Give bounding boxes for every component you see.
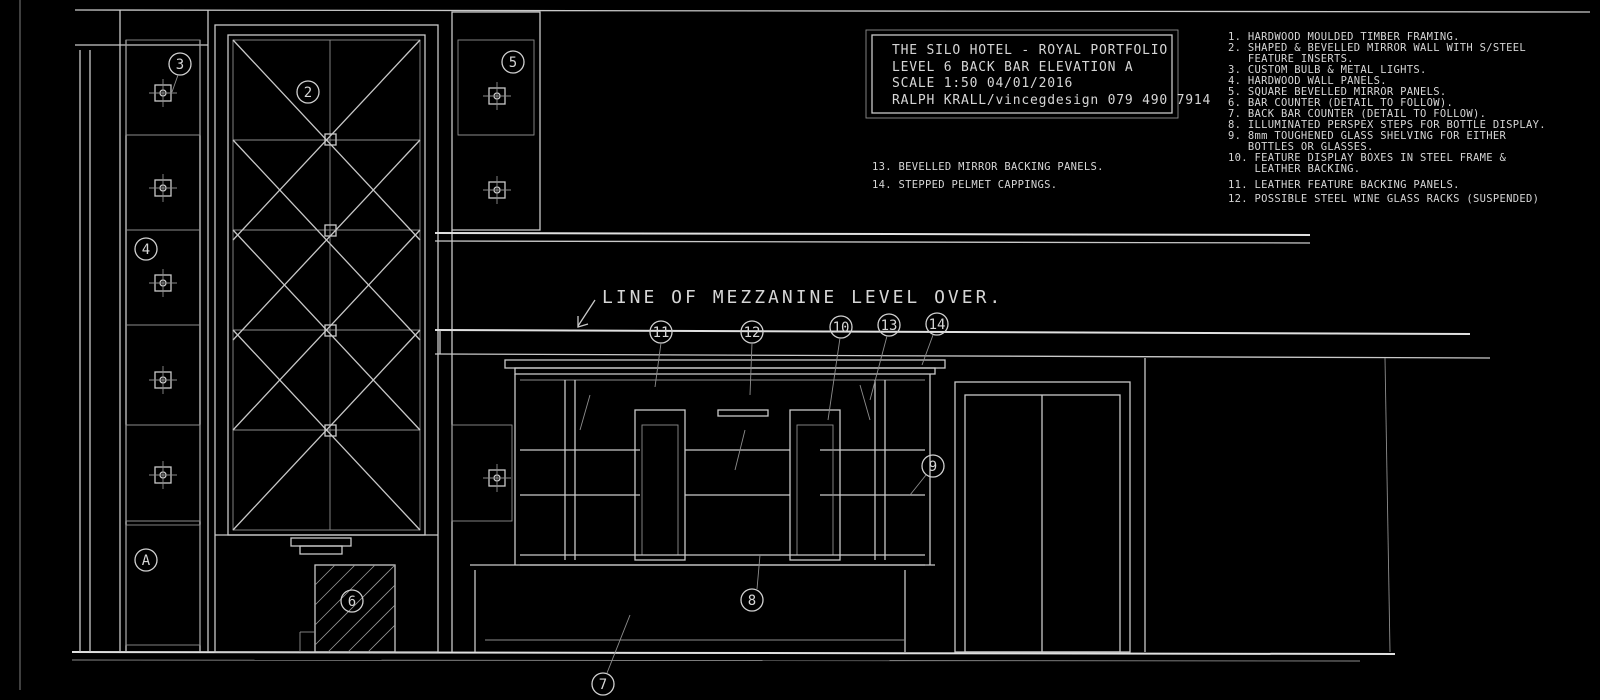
mezzanine-beams [434,232,1491,653]
tag-label: 12 [744,325,761,341]
note-line: 7. BACK BAR COUNTER (DETAIL TO FOLLOW). [1228,108,1486,120]
tag-bubble: 12 [740,320,764,396]
tag-bubble: 2 [296,80,320,104]
tag-bubble: 10 [827,315,853,421]
tag-bubble: 3 [168,52,192,93]
tag-bubble: 8 [740,554,764,612]
back-bar-shelving [504,359,946,566]
reference-tags: 3 2 5 4 A 6 11 12 [134,50,949,696]
tag-label: 9 [929,459,937,475]
note-line: 9. 8mm TOUGHENED GLASS SHELVING FOR EITH… [1228,130,1506,142]
notes-middle: 13. BEVELLED MIRROR BACKING PANELS. 14. … [872,161,1104,191]
title-line-2: LEVEL 6 BACK BAR ELEVATION A [892,60,1134,75]
note-line: BOTTLES OR GLASSES. [1228,141,1374,153]
tag-label: 13 [881,318,898,334]
tag-bubble: 9 [909,454,945,496]
note-line: 2. SHAPED & BEVELLED MIRROR WALL WITH S/… [1228,42,1526,54]
tag-label: 7 [599,677,607,693]
note-line: 4. HARDWOOD WALL PANELS. [1228,75,1387,87]
tag-bubble: 14 [921,312,949,366]
tag-label: 4 [142,242,150,258]
tag-label: 10 [833,320,850,336]
title-line-3: SCALE 1:50 04/01/2016 [892,76,1073,91]
note-line: 10. FEATURE DISPLAY BOXES IN STEEL FRAME… [1228,152,1506,164]
note-line: 12. POSSIBLE STEEL WINE GLASS RACKS (SUS… [1228,193,1539,205]
back-bar-counter [470,564,935,652]
note-line: 11. LEATHER FEATURE BACKING PANELS. [1228,179,1460,191]
tag-bubble: 4 [134,237,158,261]
note-line: 1. HARDWOOD MOULDED TIMBER FRAMING. [1228,31,1460,43]
title-block: THE SILO HOTEL - ROYAL PORTFOLIO LEVEL 6… [865,29,1211,119]
tag-bubble: A [134,548,158,572]
bar-counter [290,537,396,653]
note-line: 8. ILLUMINATED PERSPEX STEPS FOR BOTTLE … [1228,119,1546,131]
title-line-1: THE SILO HOTEL - ROYAL PORTFOLIO [892,43,1168,58]
mirror-wall-lattice [214,24,439,653]
tag-label: 5 [509,55,517,71]
note-line: 5. SQUARE BEVELLED MIRROR PANELS. [1228,86,1447,98]
tag-label: A [142,553,151,569]
tag-label: 14 [929,317,946,333]
mezzanine-annotation: LINE OF MEZZANINE LEVEL OVER. [577,287,1003,328]
title-line-4: RALPH KRALL/vincegdesign 079 490 7914 [892,93,1211,108]
right-wall-column [451,11,541,652]
tag-label: 8 [748,593,756,609]
note-14: 14. STEPPED PELMET CAPPINGS. [872,179,1057,191]
tag-bubble: 6 [340,589,364,613]
notes-right: 1. HARDWOOD MOULDED TIMBER FRAMING. 2. S… [1228,31,1546,205]
note-line: LEATHER BACKING. [1228,163,1360,175]
wall-light-fittings [149,79,511,492]
note-line: FEATURE INSERTS. [1228,53,1354,65]
note-line: 3. CUSTOM BULB & METAL LIGHTS. [1228,64,1427,76]
door-opening [954,358,1146,653]
tag-label: 3 [176,57,184,73]
tag-bubble: 5 [501,50,525,74]
tag-bubble: 11 [649,320,673,388]
tag-label: 6 [348,594,356,610]
tag-bubble: 13 [869,313,901,401]
left-wall-column [75,10,209,652]
tag-bubble: 7 [591,614,631,696]
mezzanine-label: LINE OF MEZZANINE LEVEL OVER. [602,287,1003,308]
tag-label: 11 [653,325,670,341]
tag-label: 2 [304,85,312,101]
note-13: 13. BEVELLED MIRROR BACKING PANELS. [872,161,1104,173]
note-line: 6. BAR COUNTER (DETAIL TO FOLLOW). [1228,97,1453,109]
